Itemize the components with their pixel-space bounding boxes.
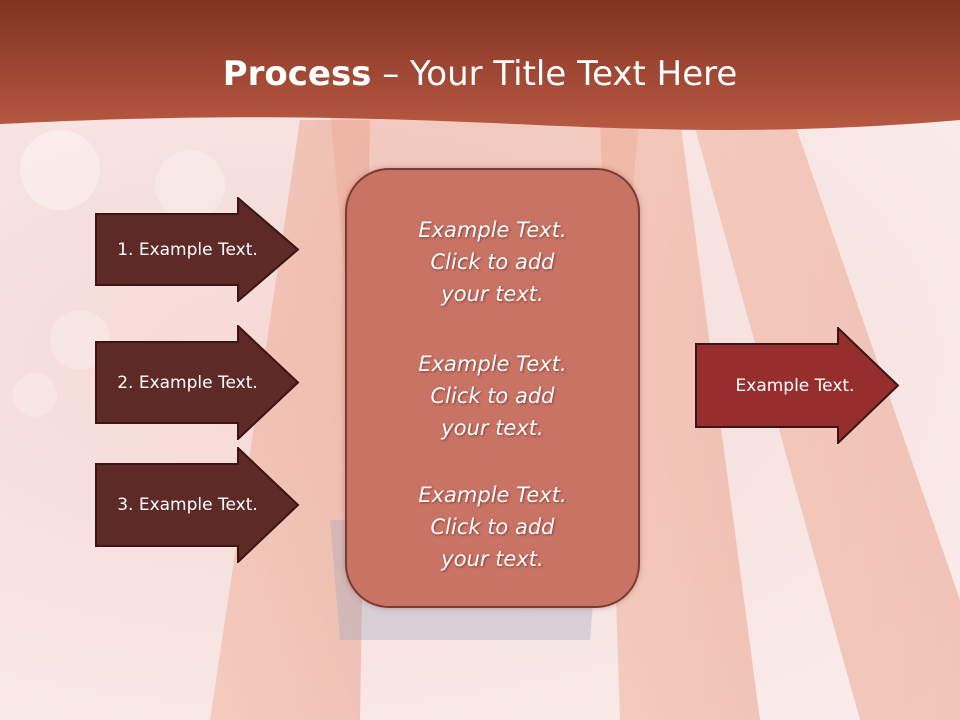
block-3-line-1: Example Text. [418, 483, 567, 507]
block-3-line-2: Click to add [430, 515, 555, 539]
center-text-block-3: Example Text. Click to add your text. [347, 479, 638, 575]
block-2-line-3: your text. [441, 416, 544, 440]
title-rest: – Your Title Text Here [371, 54, 738, 94]
right-arrow[interactable]: Example Text. [695, 327, 900, 444]
block-2-line-2: Click to add [430, 384, 555, 408]
arrow-shape-3 [95, 447, 300, 563]
block-2-line-1: Example Text. [418, 352, 567, 376]
left-arrow-2[interactable]: 2. Example Text. [95, 325, 300, 440]
center-text-block-2: Example Text. Click to add your text. [347, 348, 638, 444]
left-arrow-3[interactable]: 3. Example Text. [95, 447, 300, 563]
left-arrow-1[interactable]: 1. Example Text. [95, 197, 300, 302]
block-1-line-2: Click to add [430, 250, 555, 274]
left-arrow-label-1: 1. Example Text. [117, 239, 258, 260]
center-text-block-1: Example Text. Click to add your text. [347, 214, 638, 310]
block-1-line-3: your text. [441, 282, 544, 306]
left-arrow-label-3: 3. Example Text. [117, 495, 258, 515]
slide-title: Process – Your Title Text Here [0, 52, 960, 96]
block-1-line-1: Example Text. [418, 218, 567, 242]
right-arrow-shape [695, 327, 900, 444]
right-arrow-label: Example Text. [735, 375, 855, 396]
title-bold: Process [222, 54, 372, 94]
arrow-shape-1 [95, 197, 300, 302]
left-arrow-label-2: 2. Example Text. [117, 372, 258, 393]
arrow-shape-2 [95, 325, 300, 440]
header-band [0, 0, 960, 130]
center-content-box[interactable]: Example Text. Click to add your text. Ex… [345, 168, 640, 608]
block-3-line-3: your text. [441, 547, 544, 571]
